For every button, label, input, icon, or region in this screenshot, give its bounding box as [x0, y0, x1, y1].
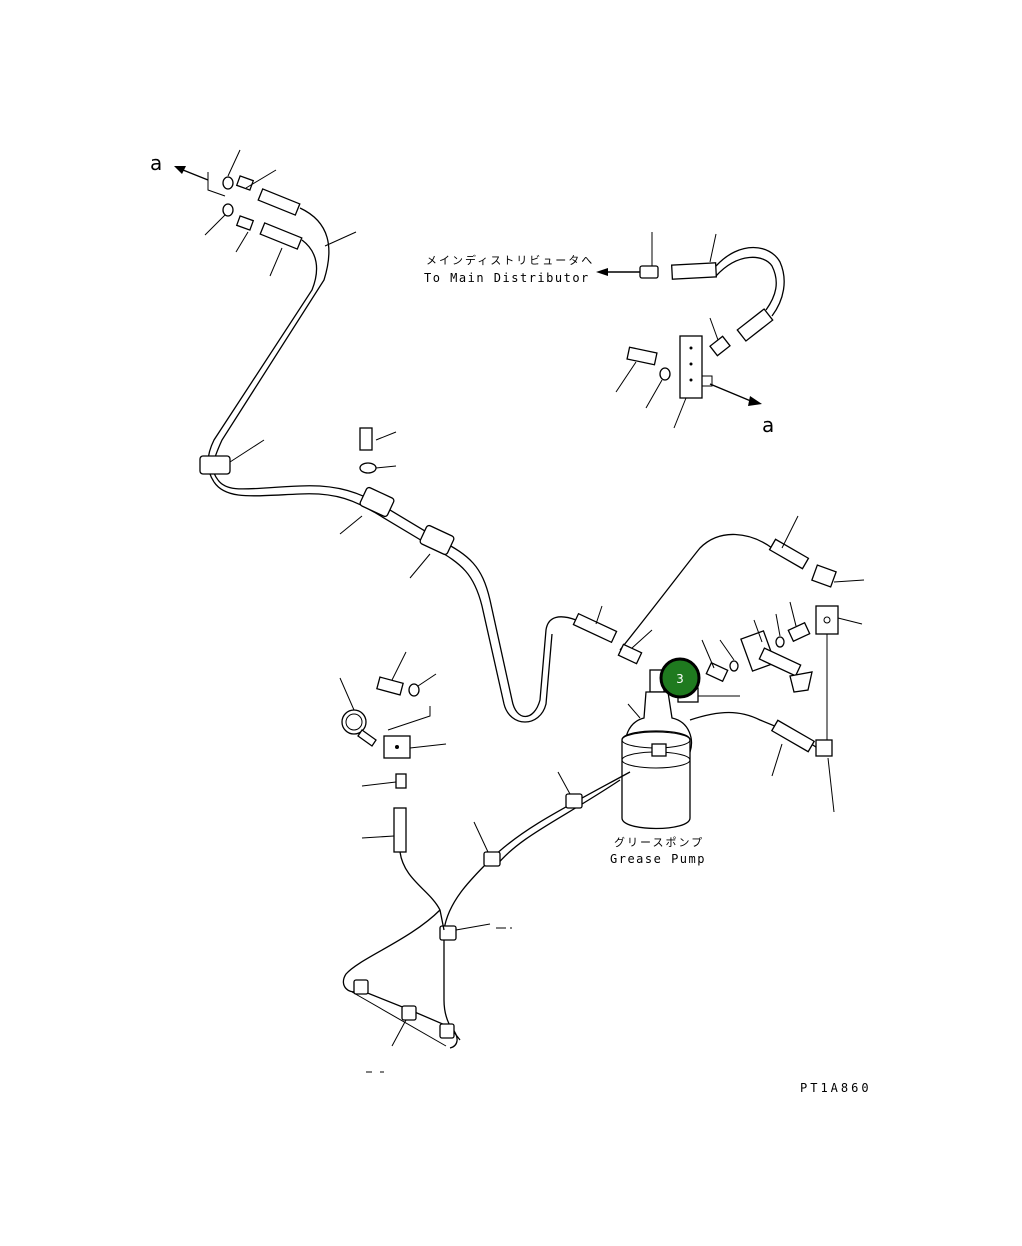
main-distributor-label-en: To Main Distributor: [424, 271, 590, 285]
lower-grease-line: [439, 771, 631, 1041]
ref-arrow-top-left: [174, 166, 226, 197]
pump-outlet-fittings: [572, 601, 813, 693]
main-distributor-label-jp: メインディストリビュータへ: [426, 253, 594, 267]
top-left-fittings: [204, 149, 303, 277]
ref-label-a-top: a: [150, 151, 162, 175]
lower-right-hose: [689, 711, 835, 813]
pressure-gauge-assembly: [339, 651, 447, 931]
pipe-clamps: [199, 427, 455, 579]
main-distributor-arrow: [596, 268, 640, 276]
callout-circle[interactable]: [659, 657, 701, 699]
upper-right-hose: [619, 515, 865, 740]
main-pipe: [207, 207, 577, 723]
grease-pump-label-jp: グリースポンプ: [614, 835, 704, 849]
drawing-code: PT1A860: [800, 1081, 872, 1095]
ref-label-a-right: a: [762, 413, 774, 437]
grease-pump-label-en: Grease Pump: [610, 852, 706, 866]
callout-number: 3: [676, 672, 684, 686]
distributor-hose-assembly: [615, 232, 785, 429]
callout-3[interactable]: 3: [659, 657, 701, 699]
grease-pump: [621, 669, 740, 830]
lower-frame-line: [342, 909, 458, 1073]
